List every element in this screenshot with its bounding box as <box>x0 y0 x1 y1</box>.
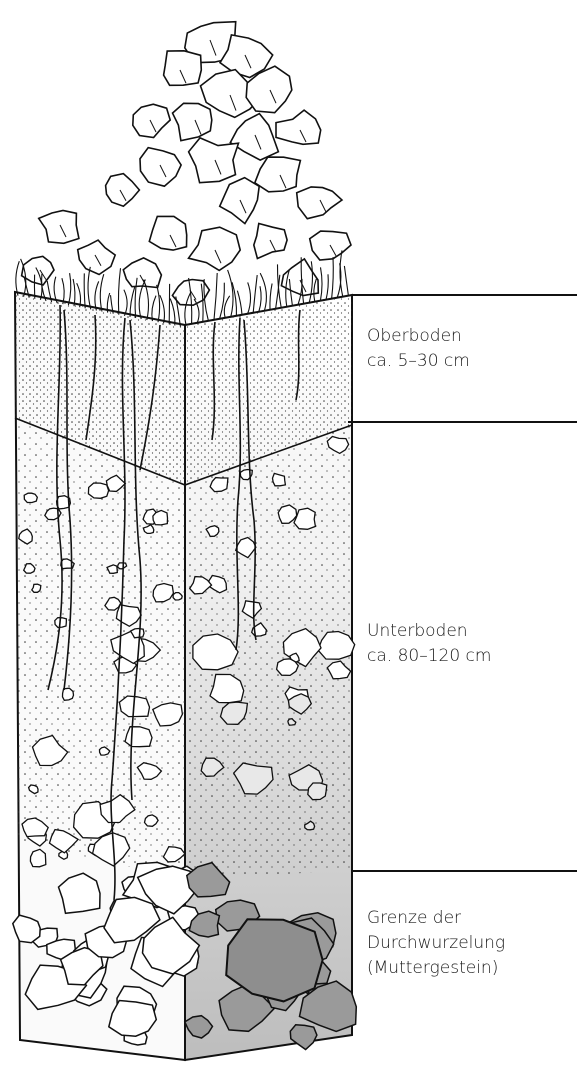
label-grenze-line1: Grenze der <box>367 906 505 931</box>
label-grenze: Grenze der Durchwurzelung (Muttergestein… <box>367 906 505 981</box>
label-oberboden-depth: ca. 5–30 cm <box>367 349 470 374</box>
label-unterboden: Unterboden ca. 80–120 cm <box>367 619 491 669</box>
label-unterboden-title: Unterboden <box>367 619 491 644</box>
label-oberboden: Oberboden ca. 5–30 cm <box>367 324 470 374</box>
label-grenze-line2: Durchwurzelung <box>367 931 505 956</box>
vegetation <box>16 22 351 327</box>
soil-column <box>13 292 357 1060</box>
label-oberboden-title: Oberboden <box>367 324 470 349</box>
label-unterboden-depth: ca. 80–120 cm <box>367 644 491 669</box>
label-grenze-line3: (Muttergestein) <box>367 956 505 981</box>
